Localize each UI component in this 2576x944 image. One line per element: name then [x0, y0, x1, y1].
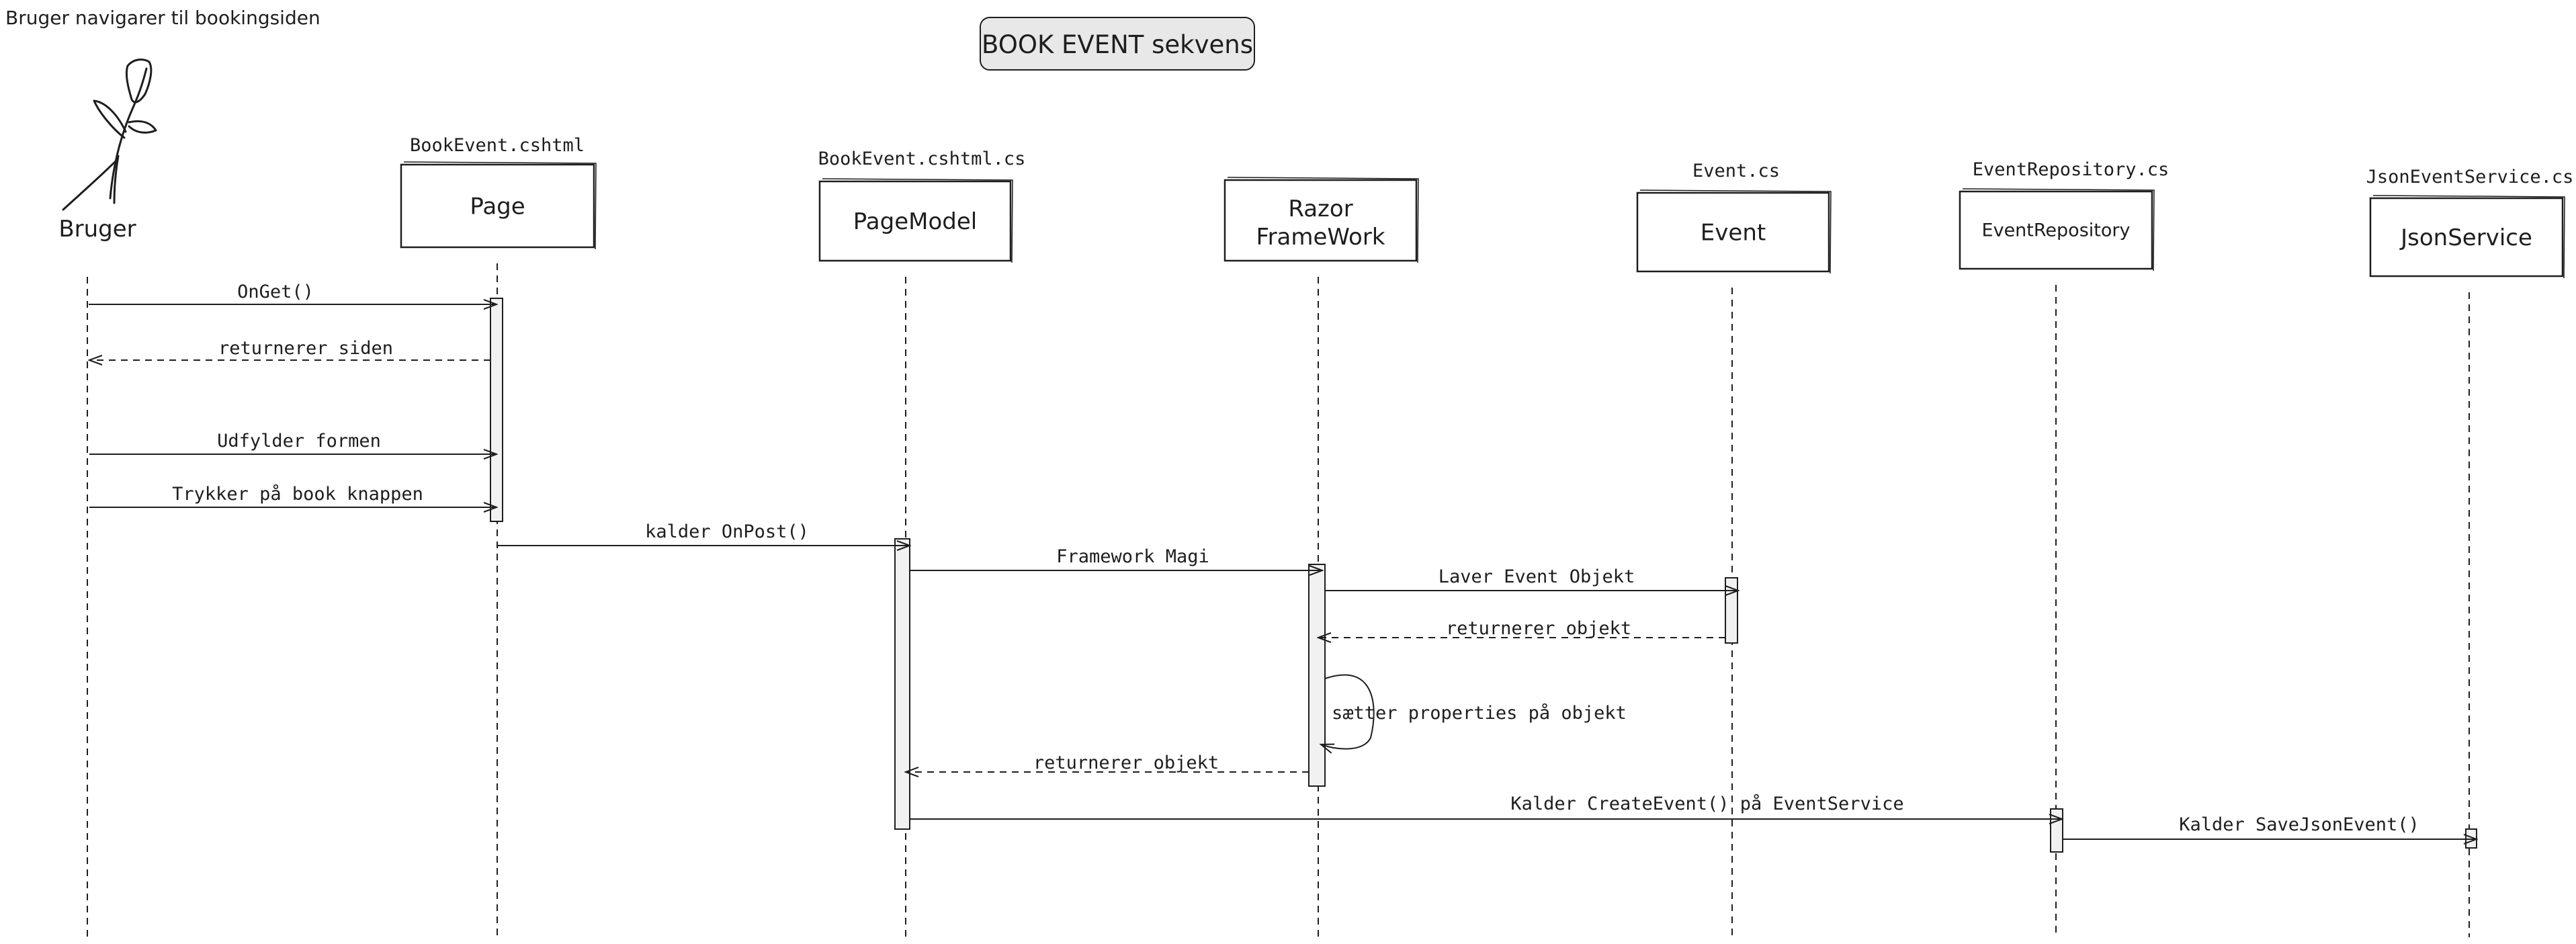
actor-bruger: Bruger [58, 58, 157, 243]
participant-name: JsonService [2399, 224, 2532, 251]
participant-name: EventRepository [1982, 220, 2131, 241]
participant-file-label: BookEvent.cshtml [410, 135, 585, 156]
participant-box: EventRepository [1959, 188, 2155, 271]
message-arrow: kalder OnPost() [497, 521, 910, 546]
message-label: sætter properties på objekt [1332, 703, 1627, 724]
diagram-title: BOOK EVENT sekvens [980, 17, 1255, 71]
participant-box: Event [1636, 189, 1832, 274]
message-label: returnerer objekt [1446, 618, 1631, 639]
participant-box: JsonService [2369, 195, 2565, 279]
message-label: Laver Event Objekt [1439, 566, 1635, 587]
participant-file-label: BookEvent.cshtml.cs [818, 148, 1026, 169]
participant-name: Event [1701, 220, 1766, 247]
activation-bar [1725, 577, 1738, 644]
message-label: Udfylder formen [217, 431, 381, 452]
message-label: Trykker på book knappen [172, 484, 423, 505]
actor-icon [62, 58, 157, 211]
diagram-title-text: BOOK EVENT sekvens [982, 30, 1253, 59]
activation-bar [1308, 564, 1326, 787]
participant-file-label: JsonEventService.cs [2366, 167, 2574, 187]
message-arrow: Laver Event Objekt [1325, 566, 1738, 591]
participant-name: PageModel [853, 208, 977, 235]
message-arrow: returnerer siden [89, 338, 490, 360]
message-arrow: sætter properties på objekt [1321, 674, 1627, 748]
message-arrow: Kalder SaveJsonEvent() [2063, 814, 2477, 839]
message-label: kalder OnPost() [645, 521, 809, 542]
message-arrow: Udfylder formen [89, 431, 497, 454]
participant-box: Page [400, 161, 597, 250]
message-label: Kalder SaveJsonEvent() [2179, 814, 2419, 835]
message-label: Kalder CreateEvent() på EventService [1510, 793, 1903, 814]
activation-bar [2050, 808, 2063, 853]
participant-name: Page [470, 194, 525, 220]
participant-name-line2: FrameWork [1256, 224, 1385, 251]
message-arrow: returnerer objekt [906, 753, 1309, 773]
participant-name: Razor [1288, 196, 1353, 222]
message-arrow: OnGet() [89, 282, 497, 304]
message-label: returnerer siden [218, 338, 393, 359]
actor-name: Bruger [58, 216, 136, 243]
message-label: Framework Magi [1056, 546, 1209, 567]
message-arrow: Framework Magi [910, 546, 1322, 570]
participant-file-label: EventRepository.cs [1973, 159, 2170, 180]
navigation-note: Bruger navigarer til bookingsiden [5, 7, 320, 29]
participant-box: PageModel [818, 178, 1013, 263]
message-arrow: returnerer objekt [1318, 618, 1725, 639]
message-label: OnGet() [237, 282, 314, 302]
message-label: returnerer objekt [1033, 753, 1219, 773]
participant-file-label: Event.cs [1692, 161, 1780, 181]
activation-bar [894, 538, 910, 830]
activation-bar [490, 298, 503, 522]
message-arrow: Kalder CreateEvent() på EventService [910, 793, 2062, 819]
message-arrow: Trykker på book knappen [89, 484, 497, 507]
